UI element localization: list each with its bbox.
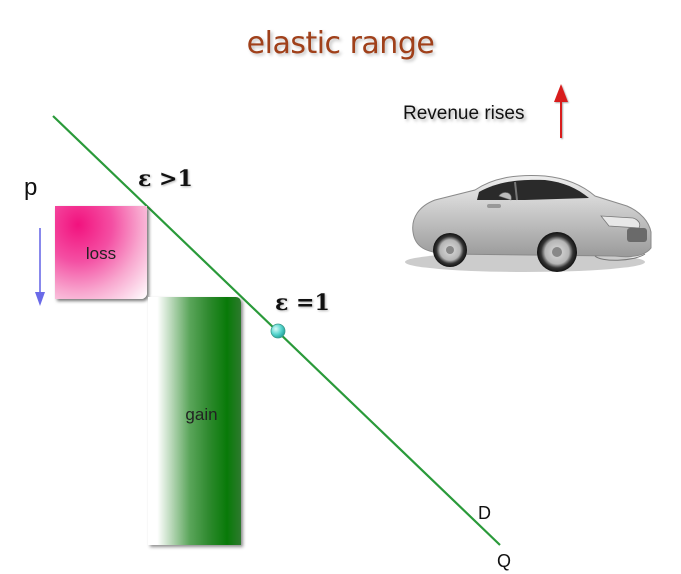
gain-region: gain bbox=[148, 297, 241, 545]
elastic-label: ε >1 bbox=[138, 166, 193, 192]
loss-region: loss bbox=[55, 206, 147, 299]
x-axis-label: Q bbox=[497, 551, 512, 571]
gain-label: gain bbox=[185, 405, 218, 424]
revenue-up-arrow-icon bbox=[554, 84, 568, 138]
unit-elastic-label: ε =1 bbox=[275, 290, 330, 316]
unit-elastic-point bbox=[270, 323, 286, 339]
loss-label: loss bbox=[85, 244, 117, 263]
price-down-arrow-icon bbox=[35, 228, 45, 306]
y-axis-label: p bbox=[24, 174, 38, 201]
car-image bbox=[405, 175, 652, 272]
demand-curve-label: D bbox=[478, 503, 491, 523]
revenue-rises-label: Revenue rises bbox=[403, 103, 525, 124]
diagram-title: elastic range bbox=[246, 26, 435, 61]
